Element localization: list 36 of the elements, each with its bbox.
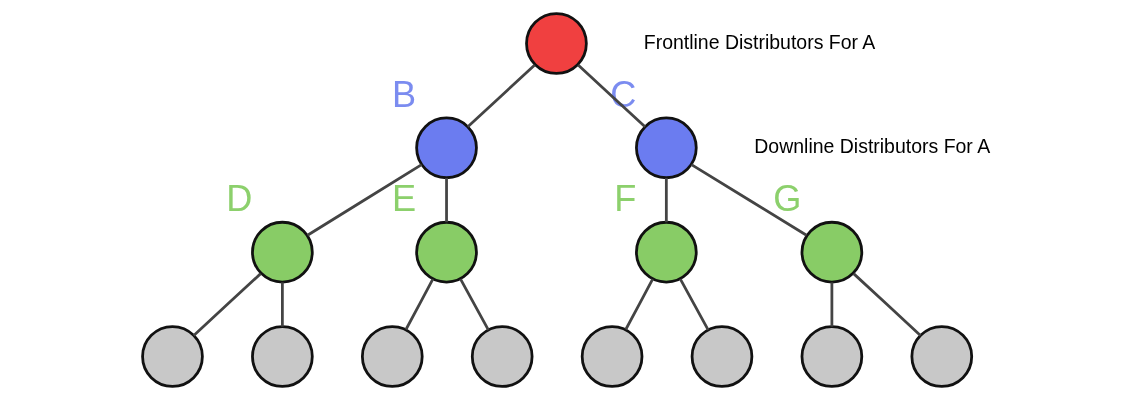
node-circle	[415, 220, 478, 284]
node-label: F	[614, 177, 637, 219]
node-label: B	[392, 73, 417, 115]
connector	[192, 272, 262, 337]
node-circle	[635, 116, 698, 180]
connector	[404, 278, 435, 331]
connector	[679, 278, 710, 331]
node-circle	[415, 116, 478, 180]
node-circle	[635, 220, 698, 284]
label: Downline Distributors For A	[754, 134, 991, 157]
connector	[306, 163, 423, 237]
connector	[281, 282, 284, 327]
label: Frontline Distributors For A	[643, 30, 876, 53]
node-circle	[251, 325, 314, 388]
node-circle	[800, 220, 864, 284]
node-circle	[690, 325, 754, 388]
node-label: G	[773, 177, 802, 219]
node-circle	[910, 325, 974, 388]
connector	[466, 63, 536, 128]
connector	[624, 278, 654, 331]
connector	[690, 163, 808, 237]
node-circle	[141, 325, 204, 388]
connector	[459, 278, 490, 331]
node-circle	[525, 12, 588, 75]
node-circle	[361, 325, 424, 388]
node-label: E	[392, 177, 417, 219]
node-circle	[800, 325, 864, 388]
connector	[577, 63, 646, 128]
node-circle	[580, 325, 644, 388]
connector	[664, 178, 668, 223]
node-circle	[470, 325, 534, 388]
node-circle	[251, 220, 314, 284]
connector	[445, 178, 448, 223]
node-label: D	[226, 177, 253, 219]
connector	[830, 282, 834, 327]
connector	[852, 272, 922, 337]
